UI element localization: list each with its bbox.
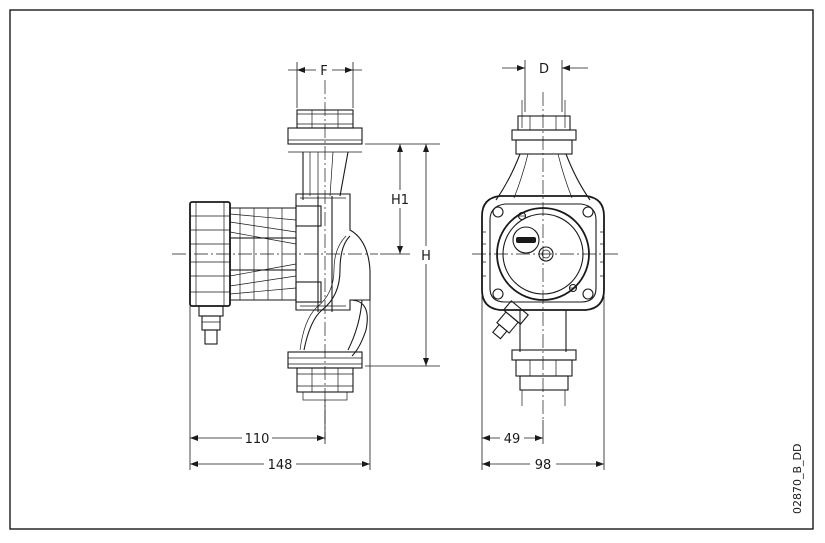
- label-h: H: [421, 249, 431, 264]
- drawing-frame: [9, 9, 814, 530]
- front-view: [472, 92, 618, 420]
- side-view: [172, 80, 378, 440]
- dimension-98: 98: [482, 296, 605, 473]
- label-148: 148: [268, 458, 293, 473]
- label-d: D: [539, 62, 549, 77]
- dimension-110: 110: [189, 306, 326, 470]
- dimension-148: 148: [190, 300, 371, 473]
- label-49: 49: [504, 432, 521, 447]
- label-f: F: [320, 64, 327, 79]
- label-h1: H1: [391, 193, 409, 208]
- dimension-49: 49: [481, 296, 544, 470]
- label-110: 110: [245, 432, 270, 447]
- dimension-d: D: [502, 60, 588, 112]
- dimension-f: F: [288, 62, 362, 108]
- reference-code: 02870_B_DD: [791, 444, 804, 514]
- dimension-h1: H1: [365, 143, 440, 255]
- dimension-h: H: [365, 144, 440, 367]
- label-98: 98: [535, 458, 552, 473]
